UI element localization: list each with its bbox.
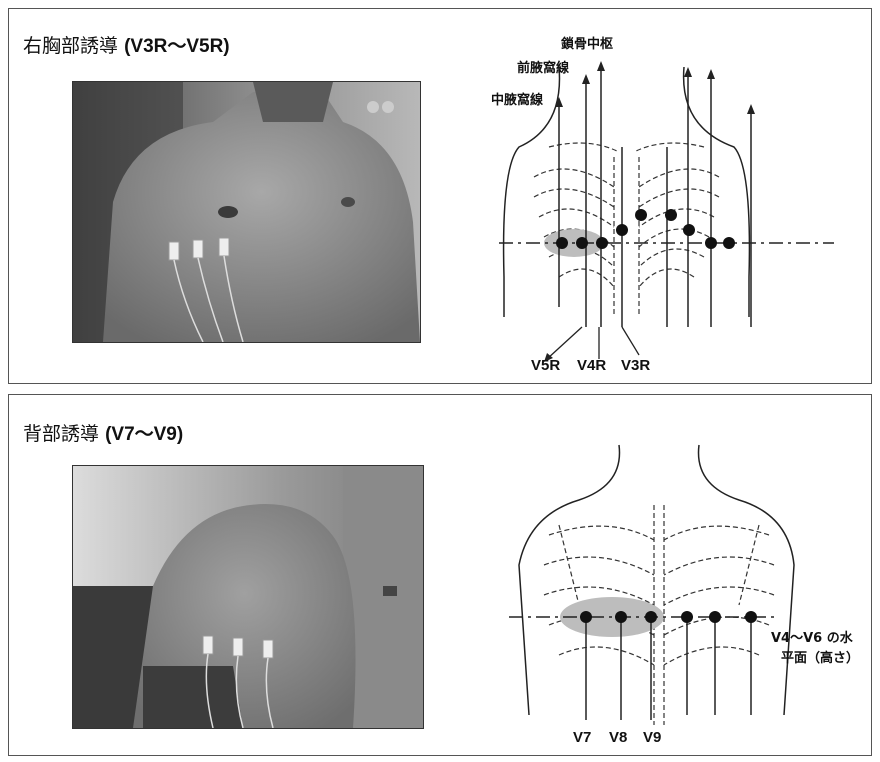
electrode-label-v7: V7 [573,729,591,746]
anterior-axillary-label: 前腋窩線 [517,57,569,76]
back-leads-panel: 背部誘導 (V7～V9) [8,394,872,756]
mid-axillary-label: 中腋窩線 [491,89,543,108]
panel-title: 背部誘導 (V7～V9) [23,419,183,446]
chest-photo [72,81,421,343]
title-japanese: 背部誘導 [23,423,99,445]
plane-label-line1: V4～V6 の水 [771,627,853,646]
electrode-label-v5r: V5R [531,357,560,374]
panel-title: 右胸部誘導 (V3R～V5R) [23,31,230,58]
electrode-label-v3r: V3R [621,357,650,374]
title-japanese: 右胸部誘導 [23,35,118,57]
clavicle-mid-label: 鎖骨中枢 [561,33,613,52]
back-diagram [489,425,849,745]
title-leads: (V7～V9) [105,424,183,445]
plane-label-line2: 平面（高さ） [781,647,859,666]
back-photo [72,465,424,729]
right-chest-leads-panel: 右胸部誘導 (V3R～V5R) [8,8,872,384]
title-leads: (V3R～V5R) [124,36,230,57]
right-chest-diagram [489,37,839,377]
electrode-label-v9: V9 [643,729,661,746]
electrode-label-v4r: V4R [577,357,606,374]
electrode-label-v8: V8 [609,729,627,746]
